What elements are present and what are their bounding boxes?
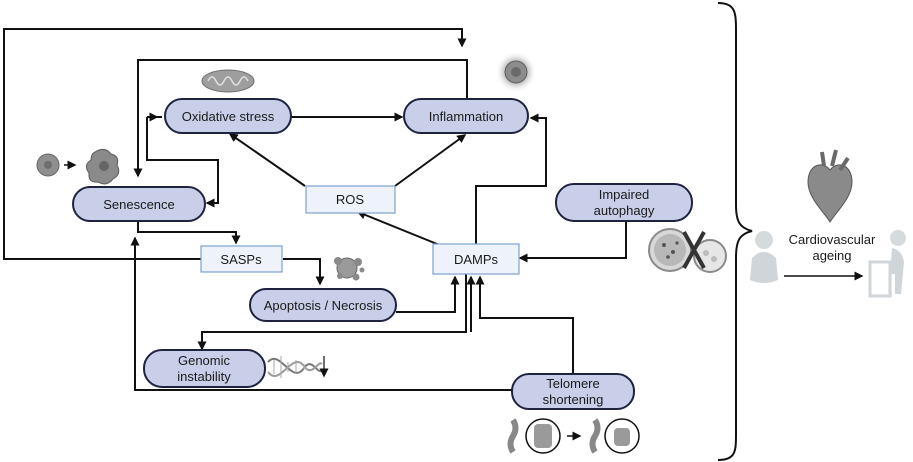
telomere-shortening-label-1: Telomere: [546, 376, 599, 391]
outcome-label-1: Cardiovascular: [789, 232, 876, 247]
genomic-instability-label-1: Genomic: [178, 353, 231, 368]
impaired-autophagy-label-2: autophagy: [594, 203, 655, 218]
inflammation-label: Inflammation: [429, 109, 503, 124]
impaired-autophagy-label-1: Impaired: [599, 187, 650, 202]
petri-dish-crossed-icon: [648, 228, 727, 273]
oxidative-stress-label: Oxidative stress: [182, 109, 275, 124]
edge-ros-to-oxidative: [228, 133, 306, 187]
right-bracket: [717, 2, 753, 461]
mitochondrion-icon: [201, 69, 255, 93]
genomic-instability-label-2: instability: [177, 369, 231, 384]
inflammation-node: Inflammation: [403, 98, 529, 134]
senescence-label: Senescence: [103, 197, 175, 212]
sasps-box: SASPs: [200, 245, 283, 273]
edges: [3, 28, 627, 391]
edge-damps-to-inflammation: [475, 113, 547, 244]
apoptotic-cell-icon: [334, 257, 365, 281]
inflamed-cell-icon: [495, 51, 537, 93]
damps-label: DAMPs: [454, 252, 499, 267]
edge-apoptosis-to-damps: [396, 275, 460, 313]
dna-helix-decrease-icon: [267, 356, 329, 378]
edge-senescence-to-sasps: [137, 220, 241, 245]
baby-icon: [750, 231, 778, 283]
edge-telomere-to-senescence: [130, 236, 512, 391]
outcome-label-2: ageing: [812, 248, 851, 263]
cell-to-senescent-cell-icon: [36, 148, 120, 185]
senescence-node: Senescence: [72, 186, 206, 222]
edge-autophagy-to-damps: [518, 218, 627, 263]
chromosome-telomere-shortening-icon: [507, 418, 640, 454]
ros-label: ROS: [336, 192, 365, 207]
edge-ros-to-inflammation: [394, 134, 467, 187]
edge-sasps-to-apoptosis: [283, 258, 325, 286]
edge-sasps-to-inflammation: [3, 28, 467, 260]
damps-box: DAMPs: [432, 243, 520, 275]
telomere-shortening-label-2: shortening: [543, 392, 604, 407]
edge-damps-to-ros: [356, 210, 443, 247]
ros-box: ROS: [305, 185, 396, 214]
sasps-label: SASPs: [220, 252, 262, 267]
impaired-autophagy-node: Impaired autophagy: [555, 183, 693, 222]
oxidative-stress-node: Oxidative stress: [164, 98, 292, 134]
edge-damps-to-genomic: [197, 274, 467, 351]
edge-telomere-to-damps: [475, 275, 574, 375]
apoptosis-necrosis-label: Apoptosis / Necrosis: [264, 298, 383, 313]
elderly-person-walker-icon: [868, 230, 906, 298]
apoptosis-necrosis-node: Apoptosis / Necrosis: [249, 288, 397, 322]
heart-icon: [807, 149, 853, 223]
telomere-shortening-node: Telomere shortening: [511, 373, 635, 410]
genomic-instability-node: Genomic instability: [143, 349, 266, 388]
edge-inflammation-to-senescence: [133, 59, 468, 178]
